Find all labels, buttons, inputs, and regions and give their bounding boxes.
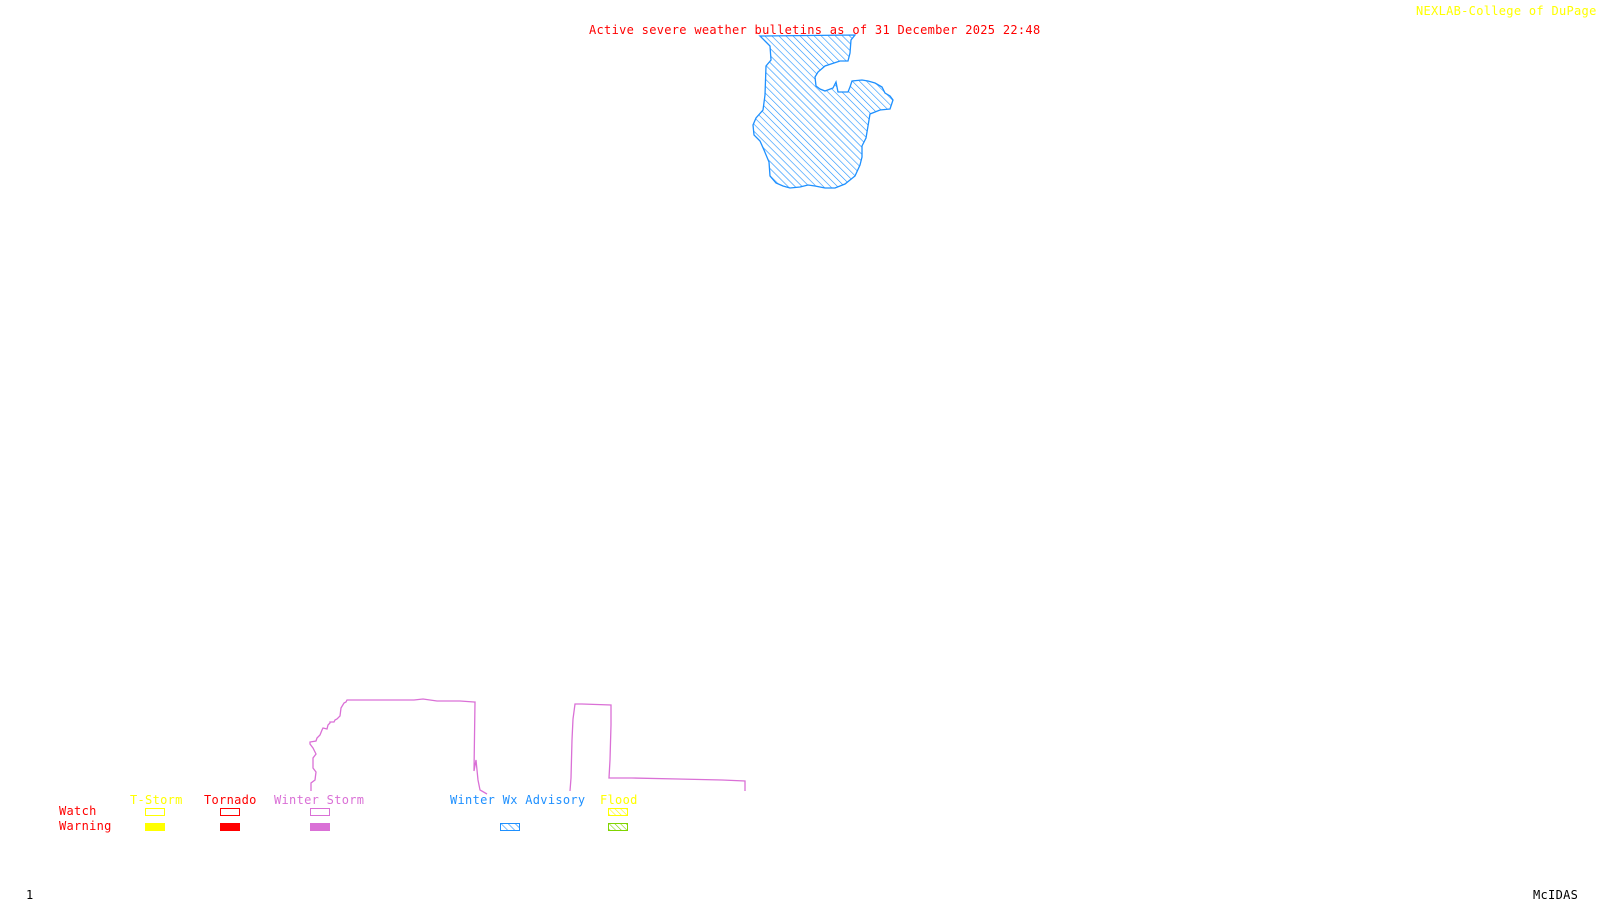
winter-storm-watch-area[interactable] bbox=[569, 703, 746, 792]
tstorm-warning-swatch bbox=[145, 823, 165, 831]
frame-number: 1 bbox=[26, 888, 34, 902]
credit-label: NEXLAB-College of DuPage ⇱ bbox=[1416, 5, 1600, 17]
legend-label-tstorm: T-Storm bbox=[130, 793, 183, 807]
legend-label-flood: Flood bbox=[600, 793, 638, 807]
legend-label-winter-advisory: Winter Wx Advisory bbox=[450, 793, 586, 807]
legend-row-watch: Watch bbox=[59, 804, 97, 818]
tstorm-watch-swatch bbox=[145, 808, 165, 816]
legend-label-winter-storm: Winter Storm bbox=[274, 793, 365, 807]
winter-storm-watch-swatch bbox=[310, 808, 330, 816]
legend-label-tornado: Tornado bbox=[204, 793, 257, 807]
winter-advisory-area[interactable] bbox=[752, 34, 894, 189]
legend-row-warning: Warning bbox=[59, 819, 112, 833]
credit-text: NEXLAB-College of DuPage bbox=[1416, 4, 1597, 18]
flood-watch-swatch bbox=[608, 808, 628, 816]
winter-advisory-swatch bbox=[500, 823, 520, 831]
tornado-watch-swatch bbox=[220, 808, 240, 816]
winter-storm-warning-swatch bbox=[310, 823, 330, 831]
tornado-warning-swatch bbox=[220, 823, 240, 831]
software-label: McIDAS bbox=[1533, 888, 1579, 902]
page-title: Active severe weather bulletins as of 31… bbox=[589, 23, 1041, 37]
flood-warning-swatch bbox=[608, 823, 628, 831]
winter-storm-watch-area[interactable] bbox=[309, 698, 488, 795]
